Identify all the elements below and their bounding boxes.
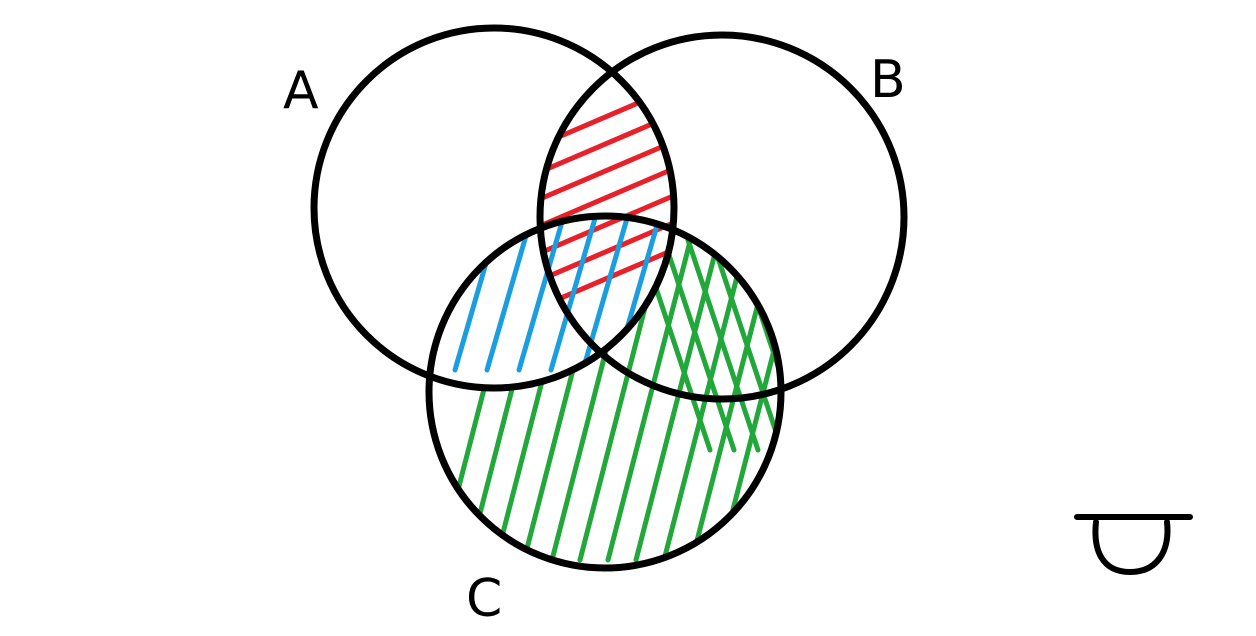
set-a-label: A <box>283 61 319 121</box>
set-b-circle <box>536 31 908 403</box>
hatch-stroke-red <box>540 136 674 202</box>
hatch-stroke-green <box>661 237 737 453</box>
hatch-stroke-green <box>493 227 584 563</box>
hatch-stroke-green <box>709 237 781 453</box>
set-c-label: C <box>466 569 502 629</box>
hatch-stroke-red <box>540 163 674 229</box>
set-a-circle <box>310 24 678 392</box>
hatch-stroke-green <box>637 237 713 453</box>
hatch-stroke-green <box>549 227 640 563</box>
set-b-label: B <box>870 50 906 110</box>
hatch-stroke-blue <box>548 216 599 373</box>
hatch-stroke-red <box>540 190 674 256</box>
hatch-stroke-green <box>577 227 668 563</box>
universe-symbol: U <box>1074 514 1193 575</box>
hatch-stroke-green <box>685 237 761 453</box>
hatch-stroke-green <box>465 227 556 563</box>
hatch-stroke-green <box>521 227 612 563</box>
hatch-stroke-blue <box>516 216 567 373</box>
universe-icon <box>1074 514 1193 575</box>
set-c-circle <box>425 212 785 572</box>
